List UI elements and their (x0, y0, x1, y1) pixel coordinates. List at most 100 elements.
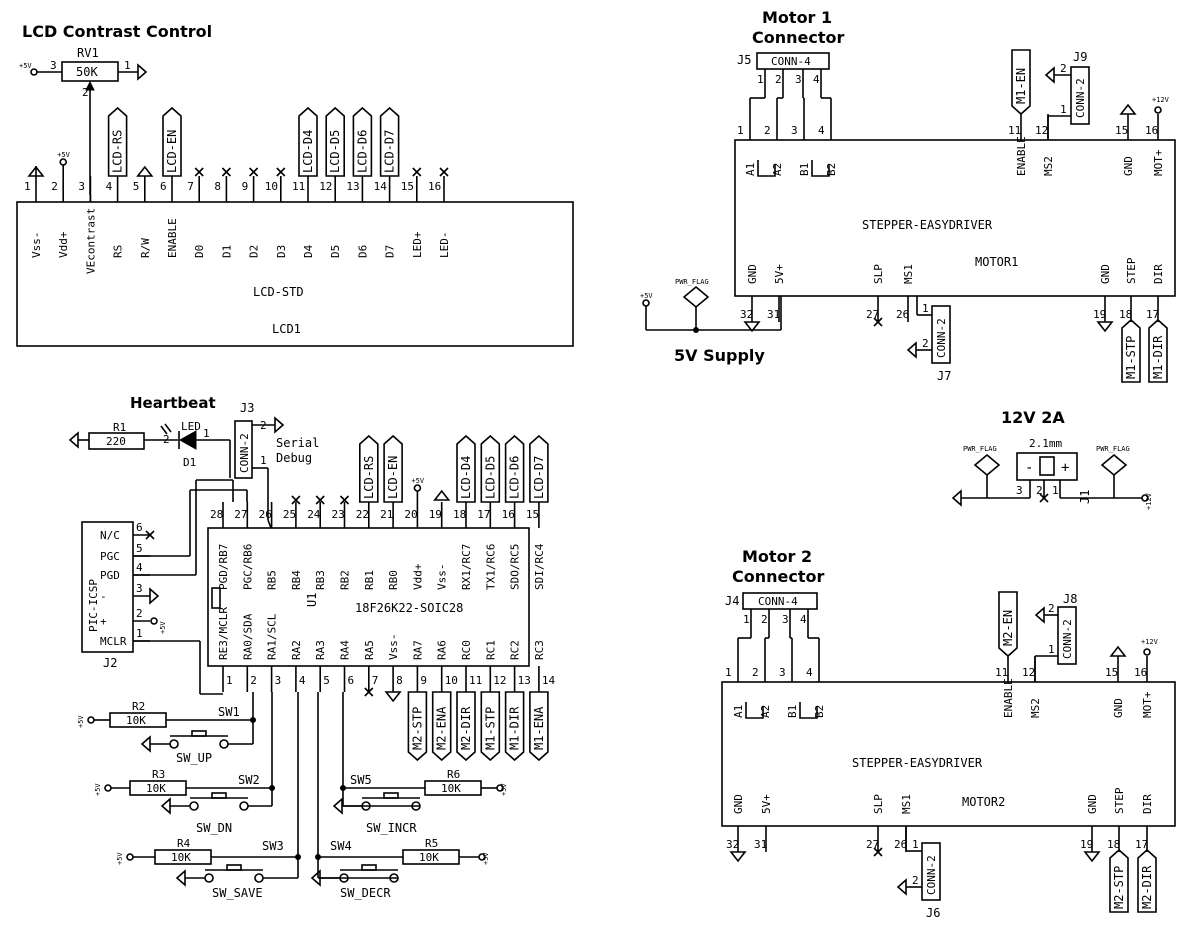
j7-ref: J7 (937, 369, 951, 383)
switch-resistor-ref: R3 (152, 768, 165, 781)
j6-connector: CONN-2 J6 1 2 (896, 826, 941, 920)
u1-top-pin-number: 17 (477, 508, 490, 521)
u1-top-pin-number: 21 (380, 508, 393, 521)
switch-resistor-value: 10K (441, 782, 461, 795)
u1-bottom-pin-number: 10 (445, 674, 458, 687)
lcd-noconnect (412, 167, 422, 177)
j2-5v-symbol (150, 617, 158, 625)
motor1-bottom-gnd-19 (1096, 321, 1114, 333)
motor1-en-label-flag (1011, 49, 1031, 116)
j1-pin2-noconnect (1039, 493, 1049, 503)
j3-note-1: Serial (276, 436, 319, 450)
motor2-bottom-pin-number: 18 (1107, 838, 1120, 851)
motor1-bottom-pin-number: 18 (1119, 308, 1132, 321)
u1-ra5-noconnect (364, 687, 374, 697)
motor2-coil-bracket (799, 702, 818, 719)
title-motor2-line1: Motor 2 (742, 547, 812, 566)
j2-pin-number: 3 (136, 582, 143, 595)
motor1-bottom-pin-number: 26 (896, 308, 909, 321)
lcd-net-label: LCD-RS (111, 130, 125, 173)
switch-contact (204, 873, 214, 883)
switch-resistor-ref: R6 (447, 768, 460, 781)
u1-bottom-label-flag (529, 691, 549, 762)
switch-gnd-arrow (160, 797, 171, 815)
lcd-net-label-flag (107, 106, 128, 177)
lcd-pin-number: 16 (428, 180, 441, 193)
lcd-net-label-flag (325, 106, 345, 177)
supply-12v-symbol (1141, 494, 1149, 502)
lcd-pin-name: RS (112, 245, 125, 258)
lcd-pin-number: 3 (78, 180, 85, 193)
motor1-bottom-pin-number: 17 (1146, 308, 1159, 321)
u1-top-pin-name: SDI/RC4 (533, 543, 546, 590)
u1-top-label-flag (383, 434, 403, 503)
rv1-pin3-num: 3 (50, 59, 57, 72)
lcd-net-label: LCD-EN (165, 130, 179, 173)
supply-5v-symbol (642, 299, 650, 307)
motor1-dir-label-flag (1148, 318, 1168, 383)
lcd-pin-number: 5 (133, 180, 140, 193)
j8-value: CONN-2 (1061, 619, 1074, 659)
lcd-net-label: LCD-D6 (355, 130, 369, 173)
lcd-pin-name: D7 (384, 245, 397, 258)
switch-resistor-value: 10K (126, 714, 146, 727)
j6-gnd-arrow (896, 878, 907, 896)
rv1-5v-label: +5V (19, 62, 32, 70)
motor2-coil-bracket (745, 702, 764, 719)
lcd-pin2-5v-label: +5V (57, 151, 70, 159)
motor2-ref: MOTOR2 (962, 795, 1005, 809)
lcd-pin-number: 2 (51, 180, 58, 193)
switch-button-cap (361, 864, 377, 871)
switch-5v-symbol (104, 784, 112, 792)
switch-button-cap (211, 792, 227, 799)
j2-pin-name: + (100, 615, 107, 628)
motor2-bottom-pin-number: 27 (866, 838, 879, 851)
j2-pin-name: MCLR (100, 635, 127, 648)
r1-body (88, 432, 145, 450)
lcd-pin-number: 10 (265, 180, 278, 193)
u1-top-pin-number: 28 (210, 508, 223, 521)
u1-top-pin-name: TX1/RC6 (484, 544, 497, 590)
u1-top-pin-number: 16 (502, 508, 515, 521)
u1-top-label: LCD-EN (386, 456, 400, 499)
u1-bottom-label-flag (431, 691, 452, 762)
motor1-body (734, 139, 1176, 297)
heartbeat-circuit: 220 R1 LED D1 2 1 (68, 420, 230, 469)
pwr-flag-label-c: PWR_FLAG (675, 278, 709, 286)
motor2-bottom-pin-name: STEP (1113, 787, 1126, 814)
switch-gnd-arrow (140, 735, 151, 753)
motor2-top-pin-number: 16 (1134, 666, 1147, 679)
j2-body (81, 521, 134, 653)
switch-name: SW_DECR (340, 886, 391, 900)
motor1-top-pin-name: A1 (744, 163, 757, 176)
led-d1-value: LED (181, 420, 201, 433)
lcd-net-label: LCD-D4 (301, 130, 315, 173)
motor2-top-pin-number: 12 (1022, 666, 1035, 679)
motor2-top-pin-name: B1 (786, 705, 799, 718)
r1-ref: R1 (113, 421, 126, 434)
motor1-motplus (1154, 106, 1162, 114)
j6-body (921, 842, 941, 901)
lcd-pin5-gnd (136, 165, 154, 177)
motor1-bottom-pin-name: SLP (872, 264, 885, 284)
supply-12v-label: +12V (1145, 492, 1153, 510)
switch-junction (340, 785, 346, 791)
lcd-noconnect (276, 167, 286, 177)
lcd-pin-number: 15 (401, 180, 414, 193)
u1-top-pin-name: Vdd+ (411, 563, 424, 590)
switch-contact (219, 739, 229, 749)
motor2-top-pin-number: 1 (725, 666, 732, 679)
motor2-bottom-pin-name: DIR (1141, 794, 1154, 814)
j6-ref: J6 (926, 906, 940, 920)
j2-pin-number: 5 (136, 542, 143, 555)
u1-vdd-5v-label: +5V (411, 477, 424, 485)
j9-gnd-arrow (1044, 66, 1055, 84)
u1-top-pin-name: PGD/RB7 (217, 544, 230, 590)
u1-bottom-pin-number: 9 (420, 674, 427, 687)
j1-value: 2.1mm (1029, 437, 1062, 450)
motor2-bottom-pin-number: 32 (726, 838, 739, 851)
switch-gnd-arrow (332, 797, 343, 815)
u1-bottom-label: M1-ENA (532, 706, 546, 750)
j2-pin-name: PGD (100, 569, 120, 582)
